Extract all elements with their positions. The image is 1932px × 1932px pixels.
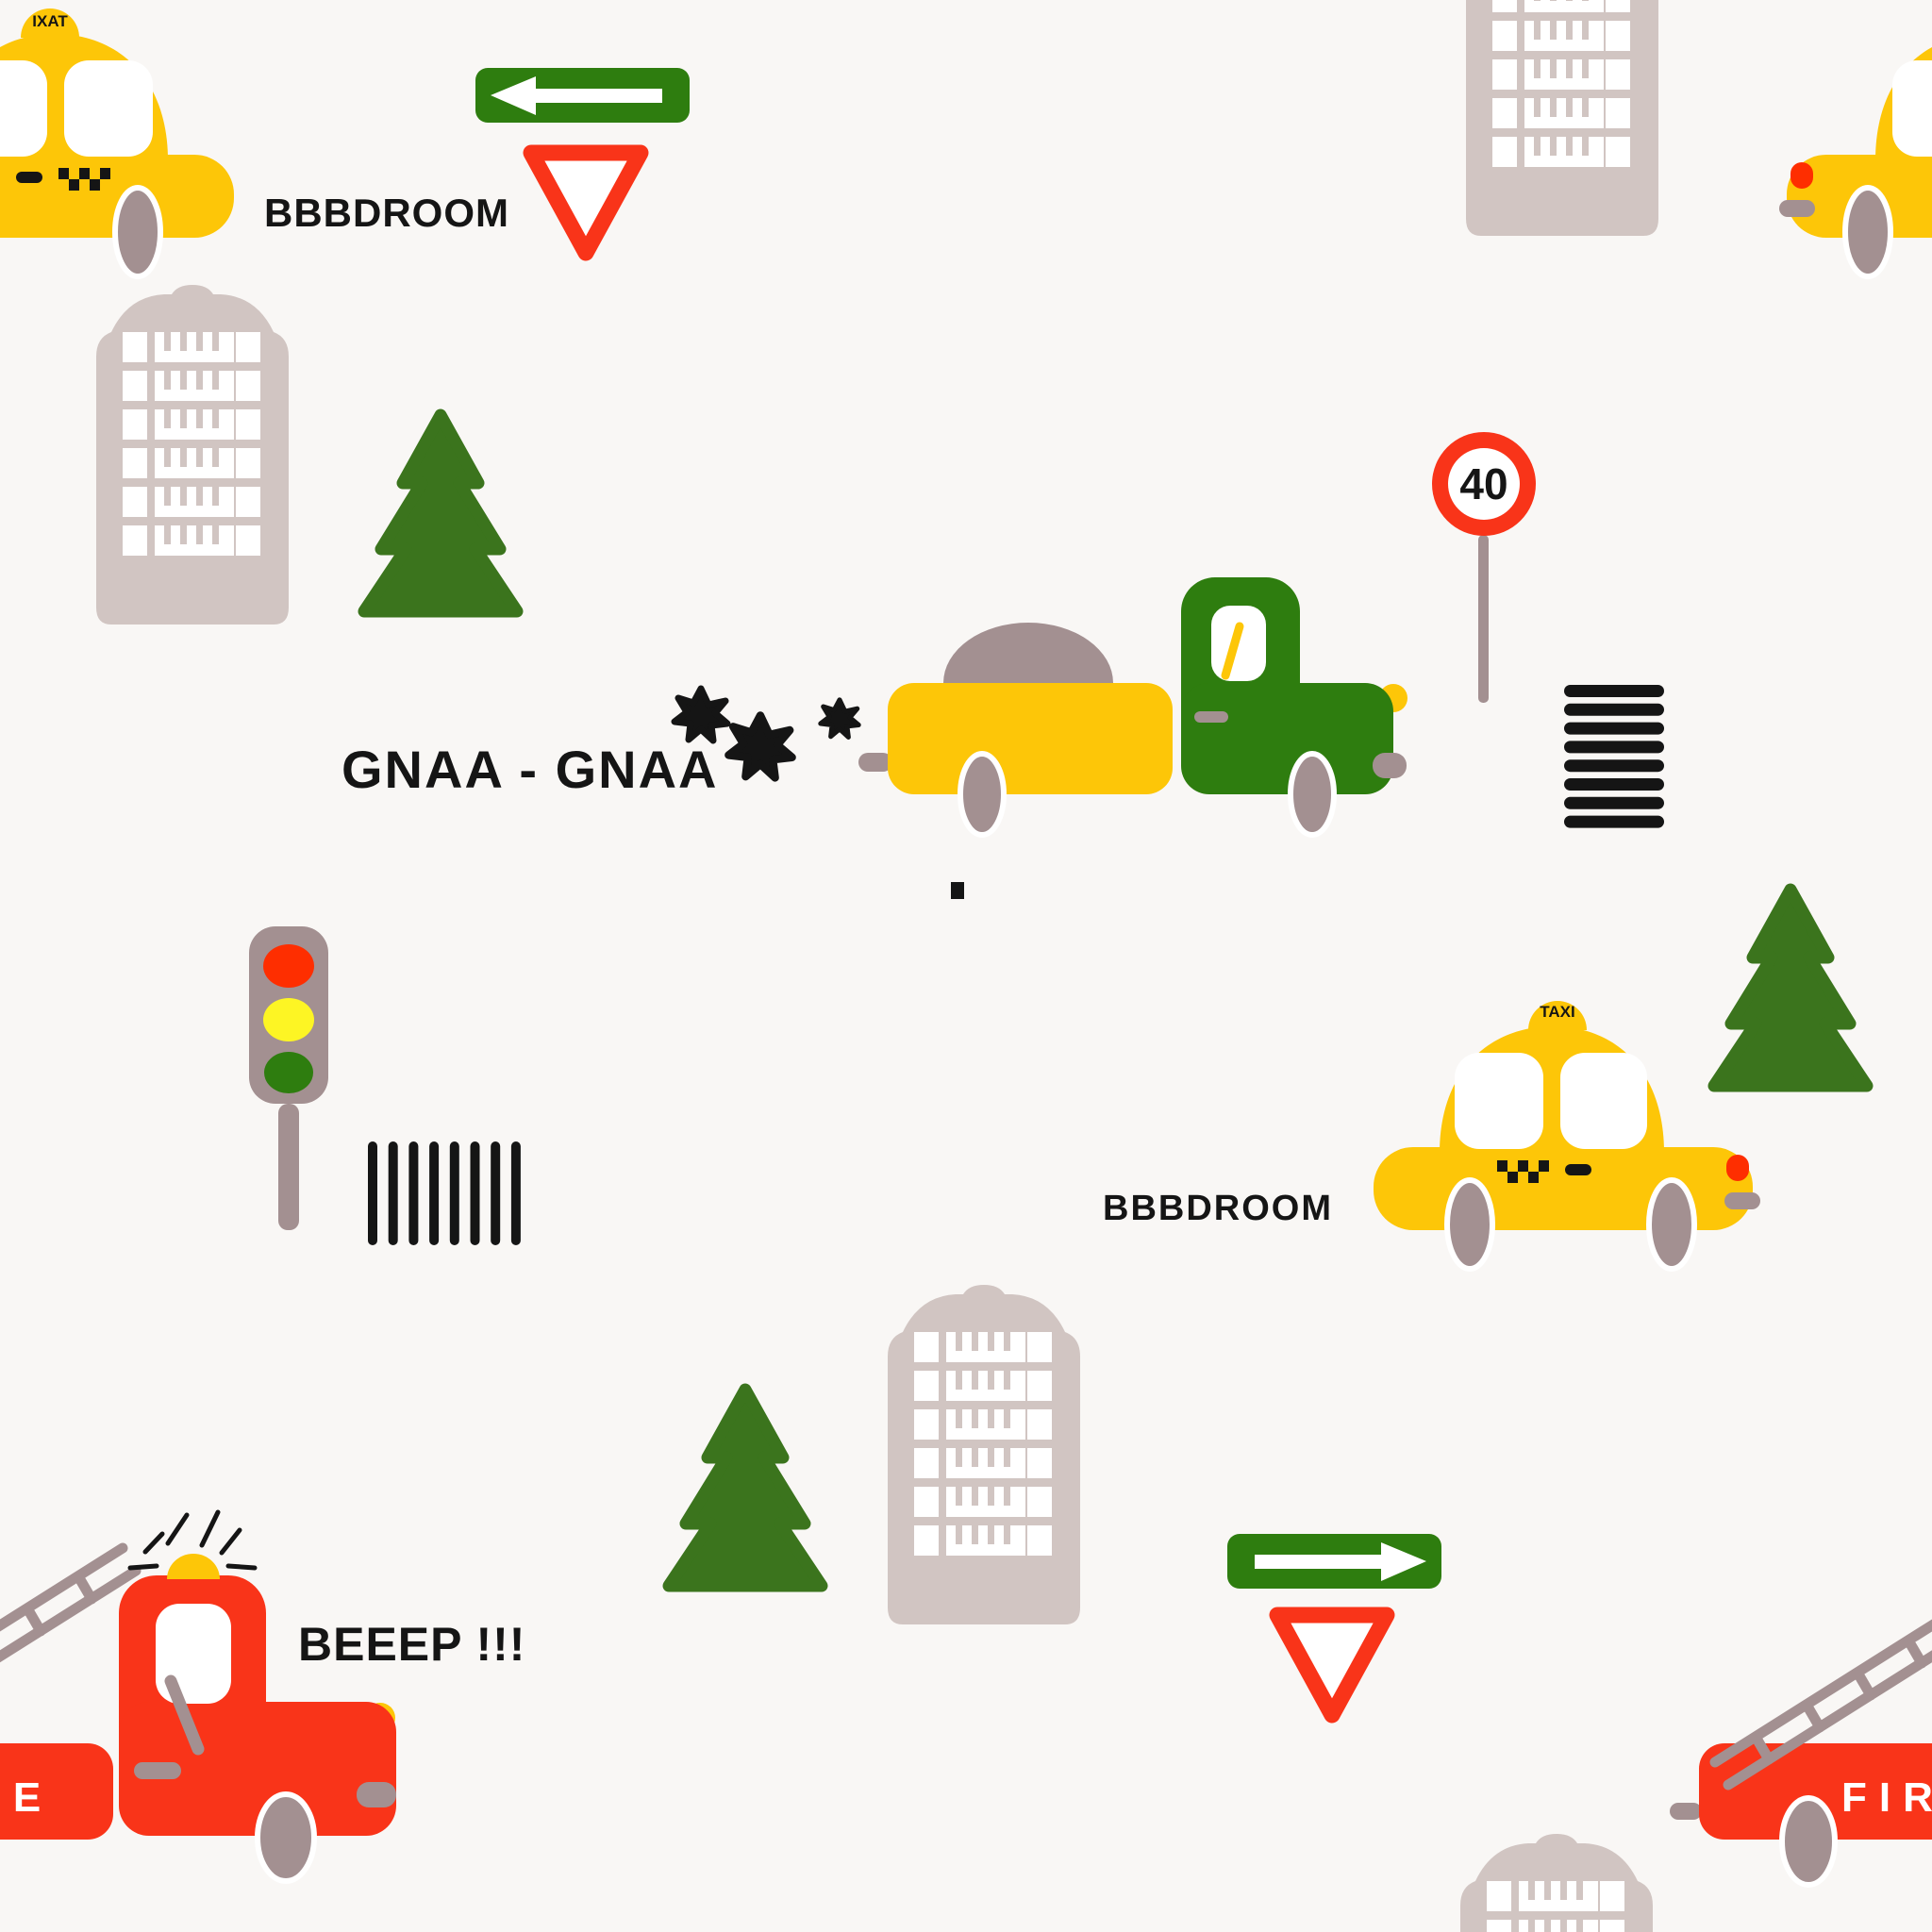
building-top-right bbox=[1466, 0, 1658, 236]
traffic-light-yellow bbox=[263, 998, 314, 1041]
taxi-top-left bbox=[0, 6, 234, 279]
building-bottom-edge bbox=[1460, 1834, 1653, 1932]
tree-left bbox=[360, 406, 521, 623]
direction-sign-left bbox=[475, 68, 690, 123]
crosswalk-vertical bbox=[368, 1141, 521, 1245]
sound-bbbdroom-middle: BBBDROOM bbox=[1103, 1189, 1333, 1228]
taxi-top-right-wrap bbox=[1779, 6, 1932, 279]
speed-limit-value: 40 bbox=[1459, 459, 1507, 508]
exhaust-dot bbox=[951, 882, 964, 899]
sound-bbbdroom-top: BBBDROOM bbox=[264, 191, 509, 235]
taxi-right-roof-label: TAXI bbox=[1540, 1003, 1575, 1021]
building-top-left bbox=[96, 285, 289, 625]
sound-gnaa: GNAA - GNAA bbox=[341, 740, 719, 799]
pickup-truck bbox=[849, 566, 1406, 849]
sound-beeep: BEEEP !!! bbox=[298, 1618, 526, 1671]
sign-pole bbox=[1478, 535, 1489, 703]
fire-truck-bottom-right bbox=[1670, 1509, 1932, 1915]
building-bottom-center bbox=[888, 1285, 1080, 1624]
yield-sign-top bbox=[514, 138, 658, 266]
crosswalk-horizontal bbox=[1564, 685, 1664, 828]
traffic-light-pole bbox=[278, 1104, 299, 1230]
fire-truck-bottom-left-wrap bbox=[0, 1509, 398, 1915]
tree-bottom bbox=[665, 1380, 825, 1597]
traffic-light-icon bbox=[249, 926, 328, 1230]
traffic-light-green bbox=[264, 1052, 313, 1093]
direction-sign-right bbox=[1227, 1534, 1441, 1589]
speed-limit-sign: 40 bbox=[1432, 432, 1536, 703]
taxi-left-roof-label: IXAT bbox=[32, 12, 68, 30]
yield-sign-bottom bbox=[1260, 1600, 1404, 1728]
taxi-middle-right bbox=[1374, 998, 1760, 1272]
traffic-light-red bbox=[263, 944, 314, 988]
